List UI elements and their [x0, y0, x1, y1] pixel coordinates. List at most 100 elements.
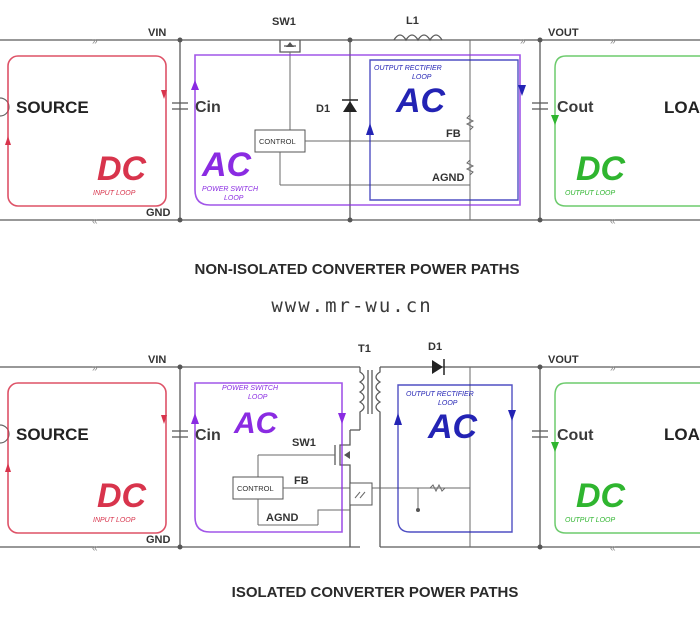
- bottom-rail-arrow-icon: «: [92, 543, 98, 554]
- bottom-input-loop-arrow-icon: [5, 463, 11, 472]
- bottom-cin-label: Cin: [195, 427, 221, 444]
- top-fb-label: FB: [446, 128, 461, 140]
- top-gnd-label: GND: [146, 207, 171, 219]
- top-output-loop-type: DC: [576, 150, 626, 188]
- top-switch-loop-name-1: POWER SWITCH: [202, 186, 259, 193]
- top-control-label: CONTROL: [259, 137, 296, 146]
- bottom-cout-label: Cout: [557, 427, 594, 444]
- top-rectifier-loop-arrow-icon: [518, 85, 526, 96]
- junction-dot: [347, 37, 353, 43]
- top-input-loop-arrow-icon: [5, 136, 11, 145]
- top-rail-arrow-icon: »: [610, 36, 616, 47]
- junction-dot: [177, 37, 183, 43]
- top-load-label: LOAD: [664, 98, 700, 117]
- bottom-d1-icon: [432, 360, 443, 374]
- opto-arrows: [354, 491, 366, 499]
- bottom-load-label: LOAD: [664, 425, 700, 444]
- opto-lead: [317, 509, 350, 525]
- top-switch-loop: [194, 54, 521, 206]
- bottom-vin-label: VIN: [148, 354, 166, 366]
- top-input-loop-arrow-icon: [161, 90, 167, 99]
- bottom-switch-loop-type: AC: [233, 407, 279, 440]
- bottom-section-title: ISOLATED CONVERTER POWER PATHS: [232, 584, 519, 601]
- bottom-resistor-icon: [429, 483, 446, 493]
- bottom-t1-primary-icon: [358, 367, 365, 430]
- top-output-loop: [554, 55, 700, 207]
- watermark: www.mr-wu.cn: [271, 295, 432, 317]
- top-rectifier-loop-name-2: LOOP: [412, 74, 432, 81]
- top-l1-icon: [393, 34, 443, 42]
- top-section-title: NON-ISOLATED CONVERTER POWER PATHS: [194, 261, 519, 278]
- bottom-switch-loop-arrow-icon: [338, 413, 346, 424]
- top-resistor-icon: [465, 159, 475, 176]
- top-input-loop-name: INPUT LOOP: [93, 190, 136, 197]
- top-input-loop: [7, 55, 167, 207]
- bottom-sw1-icon: [339, 430, 351, 547]
- top-source-icon: [0, 97, 10, 117]
- bottom-input-loop: [7, 382, 167, 534]
- bottom-rectifier-loop-name-1: OUTPUT RECTIFIER: [406, 391, 474, 398]
- top-cin-label: Cin: [195, 99, 221, 116]
- top-vin-label: VIN: [148, 27, 166, 39]
- top-switch-loop-arrow-icon: [191, 80, 199, 90]
- top-rectifier-loop-name-1: OUTPUT RECTIFIER: [374, 65, 442, 72]
- top-rail-arrow-icon: »: [520, 36, 526, 47]
- junction-dot: [537, 37, 543, 43]
- sw1-arrow: [286, 42, 294, 47]
- bottom-rectifier-loop-arrow-icon: [508, 410, 516, 421]
- top-d1-label: D1: [316, 103, 330, 115]
- bottom-output-loop-type: DC: [576, 477, 626, 515]
- top-input-loop-type: DC: [97, 150, 147, 188]
- top-agnd-label: AGND: [432, 172, 464, 184]
- bottom-rail-arrow-icon: »: [92, 363, 98, 374]
- bottom-source-icon: [0, 424, 10, 444]
- bottom-source-label: SOURCE: [16, 425, 89, 444]
- bottom-output-loop: [554, 382, 700, 534]
- junction-dot: [537, 544, 543, 550]
- bottom-input-loop-arrow-icon: [161, 415, 167, 424]
- top-rail-arrow-icon: »: [92, 36, 98, 47]
- top-rail-arrow-icon: «: [610, 216, 616, 227]
- junction-dot: [416, 508, 420, 512]
- bottom-input-loop-type: DC: [97, 477, 147, 515]
- top-resistor-icon: [465, 114, 475, 131]
- top-sw1-label: SW1: [272, 16, 296, 28]
- top-rectifier-loop-type: AC: [395, 82, 446, 120]
- bottom-agnd-label: AGND: [266, 512, 298, 524]
- top-source-label: SOURCE: [16, 98, 89, 117]
- top-output-loop-name: OUTPUT LOOP: [565, 190, 616, 197]
- non-isolated-section: VIN GND VOUT » « » » « Cin Cout SOURCE L…: [0, 15, 700, 278]
- bottom-input-loop-name: INPUT LOOP: [93, 517, 136, 524]
- bottom-rail-arrow-icon: «: [610, 543, 616, 554]
- bottom-d1-label: D1: [428, 341, 442, 353]
- bottom-rectifier-loop-type: AC: [427, 408, 478, 446]
- bottom-switch-loop-name-1: POWER SWITCH: [222, 385, 279, 392]
- bottom-output-loop-name: OUTPUT LOOP: [565, 517, 616, 524]
- top-rectifier-loop: [369, 59, 519, 201]
- top-rail-arrow-icon: «: [92, 216, 98, 227]
- top-cout-label: Cout: [557, 99, 594, 116]
- top-switch-loop-name-2: LOOP: [224, 195, 244, 202]
- bottom-rectifier-loop-name-2: LOOP: [438, 400, 458, 407]
- top-rectifier-loop-arrow-icon: [366, 123, 374, 135]
- bottom-vout-label: VOUT: [548, 354, 579, 366]
- top-d1-icon: [343, 101, 357, 112]
- bottom-optocoupler-icon: [349, 482, 373, 506]
- top-l1-label: L1: [406, 15, 419, 27]
- sw1-arrow: [344, 451, 350, 459]
- bottom-t1-label: T1: [358, 343, 371, 355]
- junction-dot: [177, 544, 183, 550]
- bottom-gnd-label: GND: [146, 534, 171, 546]
- bottom-switch-loop-name-2: LOOP: [248, 394, 268, 401]
- top-switch-loop-type: AC: [201, 146, 252, 184]
- junction-dot: [537, 217, 543, 223]
- bottom-sw1-label: SW1: [292, 437, 316, 449]
- junction-dot: [177, 364, 183, 370]
- bottom-switch-loop: [194, 382, 343, 533]
- junction-dot: [537, 364, 543, 370]
- bottom-switch-loop-arrow-icon: [191, 413, 199, 424]
- bottom-rectifier-loop: [397, 384, 513, 533]
- bottom-rectifier-loop-arrow-icon: [394, 413, 402, 425]
